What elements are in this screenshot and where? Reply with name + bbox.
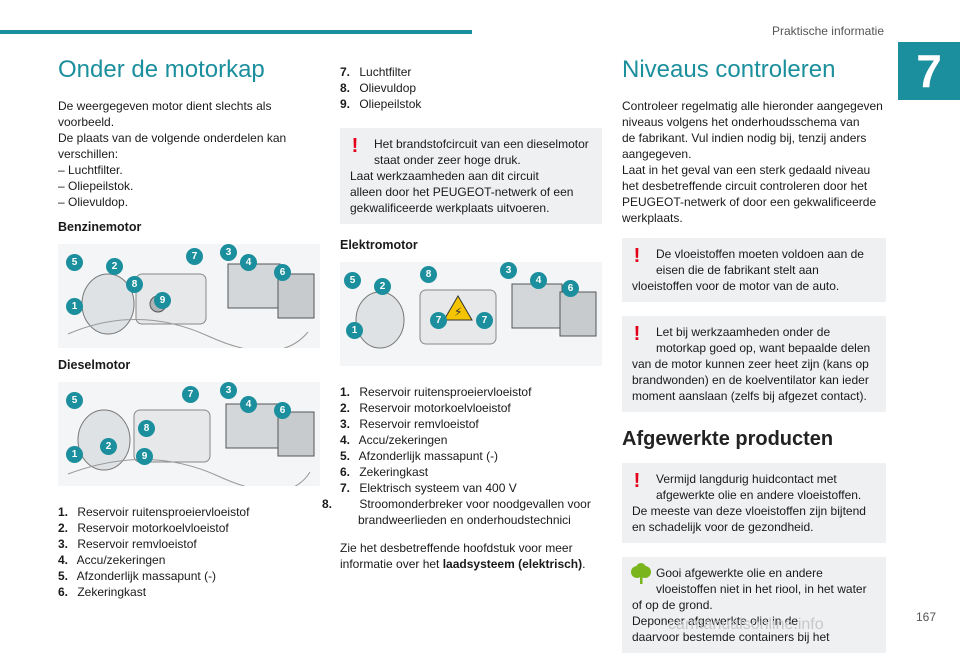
svg-text:⚡: ⚡	[454, 305, 462, 319]
callout-6: 6	[562, 280, 579, 297]
callout-4: 4	[240, 254, 257, 271]
list-item: 4. Accu/zekeringen	[340, 433, 448, 447]
list-item: 6. Zekeringkast	[58, 585, 147, 599]
callout-9: 9	[154, 292, 171, 309]
callout-2: 2	[100, 438, 117, 455]
list-item: 2. Reservoir motorkoelvloeistof	[340, 401, 511, 415]
list-item: 8. Stroomonderbreker voor noodgevallen v…	[322, 497, 591, 527]
list-item: 3. Reservoir remvloeistof	[340, 417, 479, 431]
callout-5: 5	[344, 272, 361, 289]
list-item: 5. Afzonderlijk massapunt (-)	[58, 569, 217, 583]
watermark: carmanualsonline.info	[668, 616, 824, 633]
callout-6: 6	[274, 264, 291, 281]
warning-exclamation-icon: !	[633, 470, 641, 492]
diesel-engine-heading: Dieselmotor	[58, 358, 131, 372]
callout-4: 4	[240, 396, 257, 413]
section-heading-check-levels: Niveaus controleren	[622, 56, 836, 83]
section-heading-under-hood: Onder de motorkap	[58, 56, 265, 83]
callout-2: 2	[374, 278, 391, 295]
callout-5: 5	[66, 392, 83, 409]
callout-3: 3	[220, 244, 237, 261]
environment-box: Gooi afgewerkte olie en andere vloeistof…	[622, 557, 886, 653]
callout-7: 7	[186, 248, 203, 265]
callout-3: 3	[220, 382, 237, 399]
left-column: Onder de motorkap De weergegeven motor d…	[58, 56, 320, 600]
warning-exclamation-icon: !	[351, 135, 359, 157]
warning-exclamation-icon: !	[633, 245, 641, 267]
electric-motor-diagram: ⚡ 5 2 8 3 4 6 1 7 7	[340, 262, 602, 366]
callout-8: 8	[420, 266, 437, 283]
intro-text: De weergegeven motor dient slechts als v…	[58, 99, 287, 209]
list-item: 9. Oliepeilstok	[340, 97, 422, 111]
callout-7: 7	[430, 312, 447, 329]
charging-reference-text: Zie het desbetreffende hoofdstuk voor me…	[340, 541, 586, 571]
top-accent-bar	[0, 30, 472, 34]
list-item: 4. Accu/zekeringen	[58, 553, 166, 567]
list-item: 7. Luchtfilter	[340, 65, 412, 79]
callout-7: 7	[476, 312, 493, 329]
warning-exclamation-icon: !	[633, 323, 641, 345]
warning-box-used-oil: ! Vermijd langdurig huidcontact met afge…	[622, 463, 886, 543]
callout-1: 1	[66, 298, 83, 315]
list-item: 7. Elektrisch systeem van 400 V	[340, 481, 517, 495]
list-item: 3. Reservoir remvloeistof	[58, 537, 197, 551]
callout-1: 1	[66, 446, 83, 463]
callout-6: 6	[274, 402, 291, 419]
petrol-engine-diagram: 5 2 8 1 9 7 3 4 6	[58, 244, 320, 352]
electric-component-list: 1. Reservoir ruitensproeiervloeistof 2. …	[322, 384, 602, 528]
callout-8: 8	[138, 420, 155, 437]
environment-tree-icon	[631, 563, 651, 584]
chapter-number-tab: 7	[898, 42, 960, 100]
page-number: 167	[915, 610, 936, 624]
diesel-engine-diagram: 5 7 3 4 6 8 1 2 9	[58, 382, 320, 492]
petrol-engine-heading: Benzinemotor	[58, 220, 142, 234]
callout-4: 4	[530, 272, 547, 289]
callout-5: 5	[66, 254, 83, 271]
electric-motor-heading: Elektromotor	[340, 238, 418, 252]
warning-box-fuel-circuit: ! Het brandstofcircuit van een dieselmot…	[340, 128, 602, 224]
section-heading-used-products: Afgewerkte producten	[622, 428, 834, 450]
list-item: 6. Zekeringkast	[340, 465, 429, 479]
list-item: 1. Reservoir ruitensproeiervloeistof	[58, 505, 250, 519]
middle-column: 7. Luchtfilter 8. Olievuldop 9. Oliepeil…	[322, 64, 602, 578]
list-item: 8. Olievuldop	[340, 81, 417, 95]
callout-7: 7	[182, 386, 199, 403]
list-item: 2. Reservoir motorkoelvloeistof	[58, 521, 229, 535]
warning-box-fluids: ! De vloeistoffen moeten voldoen aan de …	[622, 238, 886, 302]
callout-3: 3	[500, 262, 517, 279]
callout-9: 9	[136, 448, 153, 465]
component-list: 1. Reservoir ruitensproeiervloeistof 2. …	[58, 504, 320, 600]
callout-8: 8	[126, 276, 143, 293]
warning-box-hot-engine: ! Let bij werkzaamheden onder de motorka…	[622, 316, 886, 412]
list-item: 1. Reservoir ruitensproeiervloeistof	[340, 385, 532, 399]
callout-1: 1	[346, 322, 363, 339]
engine-illustration: ⚡	[340, 262, 602, 366]
section-title: Praktische informatie	[771, 24, 884, 38]
component-list-continued: 7. Luchtfilter 8. Olievuldop 9. Oliepeil…	[340, 64, 602, 112]
list-item: 5. Afzonderlijk massapunt (-)	[340, 449, 499, 463]
callout-2: 2	[106, 258, 123, 275]
right-column: Niveaus controleren Controleer regelmati…	[622, 56, 886, 663]
levels-intro-text: Controleer regelmatig alle hieronder aan…	[622, 99, 883, 225]
